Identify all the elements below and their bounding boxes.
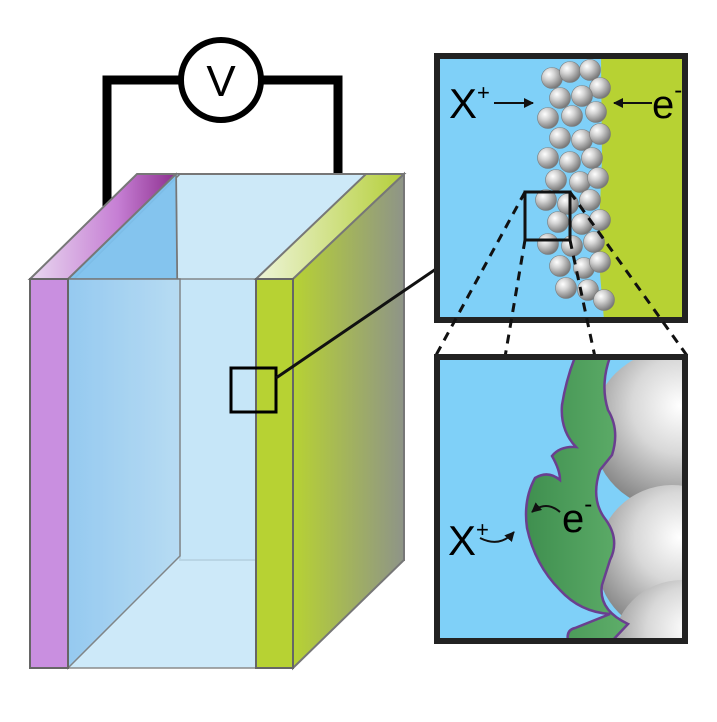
ion-letter: X — [449, 80, 477, 127]
particle — [545, 169, 567, 191]
large-particle — [592, 357, 685, 510]
inset-bottom: X+ e- — [434, 354, 688, 644]
particle — [561, 105, 583, 127]
zoom-region-box — [229, 366, 278, 414]
particle — [535, 189, 557, 211]
particle — [583, 231, 605, 253]
large-particle — [612, 580, 685, 641]
particle — [585, 101, 607, 123]
ion-charge-bottom: + — [476, 517, 489, 542]
particle — [571, 85, 593, 107]
inset-top: X+ e- — [434, 53, 688, 323]
ion-label: X+ — [449, 80, 490, 127]
particle — [537, 147, 559, 169]
ion-letter-bottom: X — [448, 517, 476, 564]
particle — [547, 211, 569, 233]
interphase-layer — [524, 357, 631, 641]
electron-charge: - — [674, 77, 682, 104]
particle — [571, 213, 593, 235]
particle — [557, 193, 579, 215]
projection-lines — [433, 191, 690, 358]
particle — [549, 255, 571, 277]
voltmeter: V — [178, 37, 264, 123]
voltmeter-label: V — [206, 57, 236, 106]
zoom-region-box-2 — [523, 190, 572, 242]
particle — [589, 123, 611, 145]
particle — [559, 151, 581, 173]
particle — [555, 277, 577, 299]
particle — [549, 127, 571, 149]
particle — [581, 147, 603, 169]
electron-arrow-bottom — [531, 502, 561, 513]
particle — [589, 251, 611, 273]
ion-charge: + — [477, 80, 490, 105]
particle — [537, 107, 559, 129]
particle-layer — [535, 59, 615, 311]
particle — [579, 189, 601, 211]
battery-cell — [27, 171, 407, 671]
particle — [579, 59, 601, 81]
inset-top-electrode — [598, 56, 685, 320]
ion-label-bottom: X+ — [448, 517, 489, 564]
particle — [559, 61, 581, 83]
electron-label: e- — [652, 77, 682, 127]
particle — [589, 209, 611, 231]
electron-letter: e — [652, 83, 674, 127]
ion-arrow-bottom — [479, 531, 515, 543]
left-collector — [29, 278, 69, 669]
particle — [589, 77, 611, 99]
electron-letter-bottom: e — [562, 497, 584, 541]
particle — [549, 87, 571, 109]
particle — [587, 167, 609, 189]
particle — [537, 233, 559, 255]
electron-label-bottom: e- — [562, 491, 592, 541]
right-electrode — [255, 278, 294, 669]
particle — [569, 171, 591, 193]
particle — [593, 289, 615, 311]
electron-charge-bottom: - — [584, 491, 592, 518]
